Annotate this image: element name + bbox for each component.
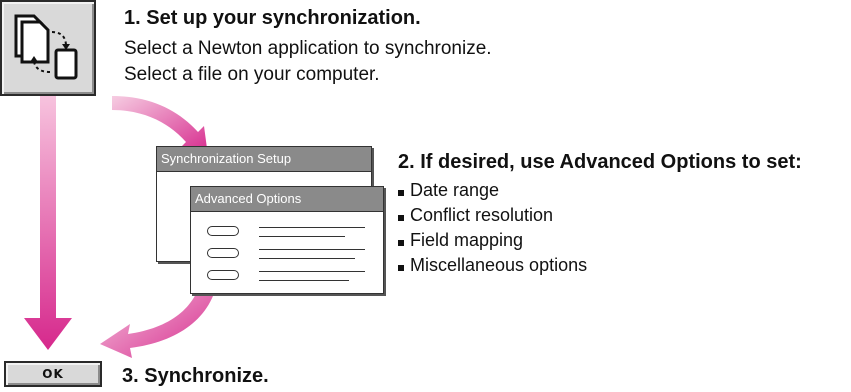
advanced-options-list: Date range Conflict resolution Field map… [398, 178, 587, 278]
sync-setup-icon [14, 14, 78, 80]
option-checkbox[interactable] [207, 270, 239, 280]
vertical-arrow [24, 96, 72, 350]
curve-arrow-to-ok [100, 276, 218, 358]
list-item: Date range [398, 178, 587, 203]
option-row [207, 225, 367, 239]
step1-line1: Select a Newton application to synchroni… [124, 38, 492, 59]
list-item: Field mapping [398, 228, 587, 253]
curve-arrow-to-dialog [112, 96, 208, 156]
advanced-options-title: Advanced Options [191, 187, 383, 212]
option-checkbox[interactable] [207, 226, 239, 236]
ok-button[interactable]: OK [4, 361, 102, 387]
step1-line2: Select a file on your computer. [124, 64, 380, 85]
step1-title: 1. Set up your synchronization. [124, 7, 421, 29]
list-item: Miscellaneous options [398, 253, 587, 278]
synchronization-setup-title: Synchronization Setup [157, 147, 371, 172]
list-item: Conflict resolution [398, 203, 587, 228]
option-row [207, 269, 367, 283]
advanced-options-dialog: Advanced Options [190, 186, 384, 294]
sync-setup-button[interactable] [0, 0, 96, 96]
option-checkbox[interactable] [207, 248, 239, 258]
step3-title: 3. Synchronize. [122, 365, 269, 387]
step2-title: 2. If desired, use Advanced Options to s… [398, 151, 802, 173]
option-row [207, 247, 367, 261]
